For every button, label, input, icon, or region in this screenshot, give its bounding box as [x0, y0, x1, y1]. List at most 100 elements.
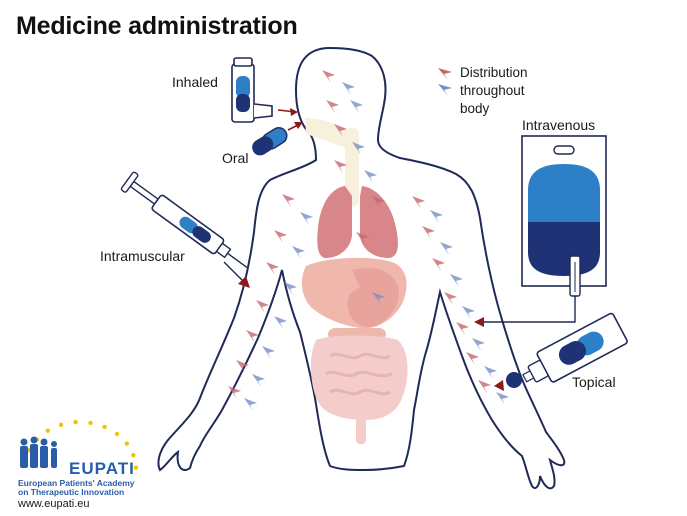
distribution-arrow-icon [282, 194, 295, 207]
trachea [345, 128, 359, 206]
distribution-arrow-icon [350, 100, 363, 113]
eupati-logo: EUPATI European Patients' Academy on The… [10, 418, 150, 513]
logo-line-2: on Therapeutic Innovation [18, 487, 125, 497]
inhaler-cap [233, 57, 253, 67]
label-intramuscular: Intramuscular [100, 248, 185, 264]
logo-star-icon [133, 465, 139, 470]
distribution-arrow-icon [284, 282, 297, 295]
iv-arrowhead-icon [474, 317, 484, 327]
distribution-arrow-icon [228, 386, 241, 399]
distribution-arrow-icon [300, 212, 313, 225]
iv-tube [482, 296, 576, 323]
intramuscular-arrowhead-icon [238, 276, 250, 288]
topical-tube-nozzle [522, 370, 535, 383]
inhaler-capsule-light [236, 76, 250, 98]
distribution-arrow-icon [356, 232, 369, 245]
oral-arrowhead-icon [294, 122, 303, 129]
inhaler-mouthpiece [253, 103, 273, 119]
distribution-arrow-icon [444, 292, 457, 305]
logo-star-icon [102, 424, 107, 430]
distribution-arrow-icon [334, 124, 347, 137]
intestines [310, 335, 408, 420]
syringe-thumb [120, 171, 139, 193]
distribution-arrow-icon [244, 398, 257, 411]
topical-drop [506, 372, 522, 388]
distribution-arrow-icon [456, 322, 469, 335]
distribution-arrow-icon [256, 300, 269, 313]
distribution-arrows [228, 70, 509, 411]
distribution-arrow-icon [466, 352, 479, 365]
distribution-arrow-icon [274, 230, 287, 243]
inhaler-arrowhead-icon [290, 108, 298, 116]
logo-star-icon [124, 441, 129, 446]
oral-capsule-dark [252, 136, 274, 156]
distribution-arrow-icon [432, 258, 445, 271]
label-oral: Oral [222, 150, 249, 166]
distribution-arrow-icon [478, 380, 491, 393]
distribution-arrow-icon [372, 196, 385, 209]
topical-arrowhead-icon [494, 380, 504, 391]
logo-star-icon [45, 428, 50, 433]
iv-bag-hanger [553, 145, 575, 155]
distribution-arrow-icon [236, 360, 249, 373]
label-inhaled: Inhaled [172, 74, 218, 90]
distribution-arrow-icon [450, 274, 463, 287]
distribution-arrow-icon [430, 210, 443, 223]
iv-bag [474, 135, 607, 327]
distribution-arrow-icon [372, 292, 385, 305]
distribution-arrow-icon [472, 338, 485, 351]
distribution-arrow-icon [484, 366, 497, 379]
logo-line-1: European Patients' Academy [18, 478, 135, 488]
syringe [120, 171, 248, 268]
inhaler-capsule-dark [236, 94, 250, 112]
stomach [347, 267, 399, 328]
logo-star-icon [73, 419, 78, 425]
label-intravenous: Intravenous [522, 117, 596, 133]
distribution-arrow-icon [412, 196, 425, 209]
syringe-needle [227, 252, 248, 268]
distribution-arrow-icon [422, 226, 435, 239]
legend-arrows-icon [438, 68, 452, 96]
distribution-arrow-icon [496, 392, 509, 405]
distribution-arrow-icon [334, 160, 347, 173]
distribution-arrow-icon [352, 142, 365, 155]
rectum [356, 418, 366, 444]
logo-star-icon [114, 431, 120, 437]
logo-url: www.eupati.eu [18, 498, 90, 510]
distribution-arrow-icon [322, 70, 335, 83]
oral-capsule [252, 127, 288, 156]
distribution-arrow-icon [266, 262, 279, 275]
iv-bag-fluid-light [528, 164, 600, 222]
intramuscular-arrow-icon [223, 261, 245, 283]
logo-brand: EUPATI [69, 459, 135, 478]
distribution-arrow-icon [326, 100, 339, 113]
page-title: Medicine administration [16, 12, 298, 40]
esophagus [305, 118, 352, 150]
logo-star-icon [58, 422, 64, 427]
distribution-arrow-icon [246, 330, 259, 343]
distribution-arrow-icon [292, 246, 305, 259]
syringe-capsule-dark [192, 226, 211, 243]
left-lung [317, 186, 352, 258]
label-topical: Topical [572, 374, 616, 390]
legend-line-1: Distribution [460, 65, 528, 80]
distribution-arrow-icon [364, 170, 377, 183]
logo-star-icon [131, 453, 136, 458]
right-lung [360, 186, 398, 258]
distribution-arrow-icon [342, 82, 355, 95]
logo-mark-icon [20, 419, 139, 470]
topical-tube [522, 312, 628, 383]
legend-line-2: throughout body [460, 83, 525, 116]
distribution-arrow-icon [274, 316, 287, 329]
iv-bag-fluid-dark [528, 222, 600, 276]
logo-star-icon [88, 420, 93, 426]
distribution-arrow-icon [262, 346, 275, 359]
distribution-arrow-icon [252, 374, 265, 387]
distribution-arrow-icon [462, 306, 475, 319]
inhaler [231, 57, 298, 123]
distribution-arrow-icon [440, 242, 453, 255]
intestine-folds [325, 352, 393, 396]
syringe-plunger-rod [129, 180, 160, 205]
